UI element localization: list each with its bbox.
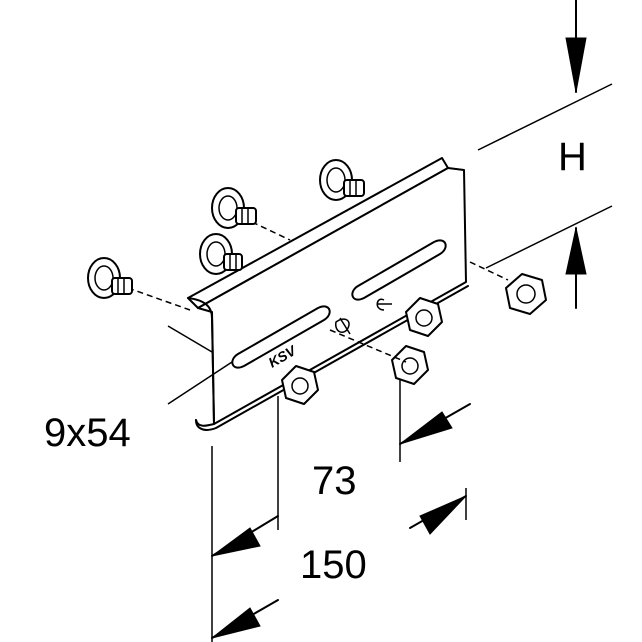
- connector-plate: KSV: [187, 157, 469, 431]
- hex-nut-front-left: [281, 365, 319, 405]
- hole-spacing-label: 73: [312, 459, 357, 503]
- bolt-axis-line: [329, 329, 407, 363]
- slot-left: [231, 305, 331, 369]
- width-dimension: 150: [211, 446, 467, 642]
- bolt-top-left: [211, 187, 291, 241]
- slot-label: 9x54: [44, 411, 131, 455]
- marking-symbol: [335, 317, 351, 335]
- hex-nut-upper: [405, 297, 443, 337]
- hole-spacing-dimension: 73: [277, 380, 471, 530]
- bolt-middle-left: [199, 233, 243, 275]
- bolt-far-left: [87, 257, 191, 311]
- bolt-top-right: [319, 159, 365, 201]
- slot-right: [351, 239, 447, 301]
- earth-symbol: [376, 298, 392, 311]
- height-dimension: H: [477, 0, 613, 309]
- slot-dimension: 9x54: [44, 325, 233, 455]
- width-label: 150: [300, 543, 367, 587]
- hex-nut-far-right: [469, 261, 547, 315]
- height-label: H: [558, 135, 587, 179]
- hex-nut-front-right: [391, 345, 429, 385]
